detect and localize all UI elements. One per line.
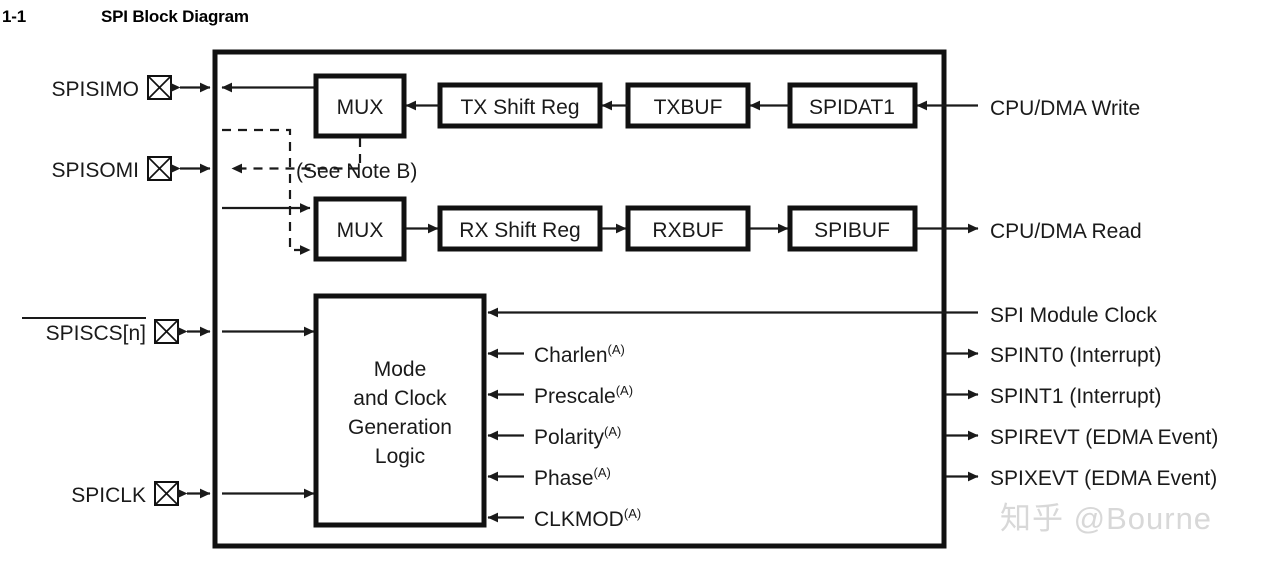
port-label-spint0: SPINT0 (Interrupt) xyxy=(990,344,1162,367)
port-label-spi-module-clock: SPI Module Clock xyxy=(990,304,1157,327)
figure-caption: 1-1 SPI Block Diagram xyxy=(0,4,1286,38)
block-label-spibuf: SPIBUF xyxy=(814,219,890,242)
control-label-prescale: Prescale(A) xyxy=(534,383,633,408)
port-label-spint1: SPINT1 (Interrupt) xyxy=(990,385,1162,408)
block-label-spidat1: SPIDAT1 xyxy=(809,96,895,119)
port-label-spixevt: SPIXEVT (EDMA Event) xyxy=(990,467,1217,490)
pin-label-spisomi: SPISOMI xyxy=(51,159,139,182)
control-label-clkmod: CLKMOD(A) xyxy=(534,506,641,531)
figure-title: SPI Block Diagram xyxy=(101,7,249,26)
block-label-rx-shift-reg: RX Shift Reg xyxy=(459,219,580,242)
pin-spisimo xyxy=(147,75,172,100)
figure-number: 1-1 xyxy=(2,7,26,26)
mode-block-line-3: Generation xyxy=(348,416,452,439)
control-label-polarity: Polarity(A) xyxy=(534,424,621,449)
pin-label-spiclk: SPICLK xyxy=(71,484,146,507)
block-label-txbuf: TXBUF xyxy=(654,96,723,119)
block-label-mux-tx: MUX xyxy=(337,96,384,119)
block-spidat1 xyxy=(787,82,918,129)
mode-block-line-2: and Clock xyxy=(353,387,447,410)
block-label-tx-shift-reg: TX Shift Reg xyxy=(460,96,579,119)
block-mux-tx xyxy=(313,73,407,139)
pin-spiscs xyxy=(154,319,179,344)
pin-spiclk xyxy=(154,481,179,506)
mode-block-line-4: Logic xyxy=(375,445,425,468)
block-rxbuf xyxy=(625,205,751,252)
wire-dashed-mux-tx-to-spisomi xyxy=(231,138,362,174)
spi-module-boundary xyxy=(212,49,947,549)
watermark: 知乎 @Bourne xyxy=(1000,501,1212,536)
control-label-charlen: Charlen(A) xyxy=(534,342,625,367)
mode-block-line-1: Mode xyxy=(374,358,427,381)
block-tx-shift-reg xyxy=(437,82,603,129)
pin-label-spisimo: SPISIMO xyxy=(51,78,139,101)
block-mode-clock-generation-logic xyxy=(313,293,487,528)
port-label-cpu-dma-write: CPU/DMA Write xyxy=(990,97,1140,120)
pin-label-spiscs: SPISCS[n] xyxy=(46,322,146,345)
block-label-mux-rx: MUX xyxy=(337,219,384,242)
port-label-cpu-dma-read: CPU/DMA Read xyxy=(990,220,1142,243)
block-mux-rx xyxy=(313,196,407,262)
pin-spisomi xyxy=(147,156,172,181)
port-label-spirevt: SPIREVT (EDMA Event) xyxy=(990,426,1218,449)
block-label-rxbuf: RXBUF xyxy=(652,219,723,242)
wire-dashed-spisimo-to-mux-rx xyxy=(222,128,311,255)
note-b-label: (See Note B) xyxy=(296,160,417,183)
control-label-phase: Phase(A) xyxy=(534,465,611,490)
block-spibuf xyxy=(787,205,918,252)
block-rx-shift-reg xyxy=(437,205,603,252)
